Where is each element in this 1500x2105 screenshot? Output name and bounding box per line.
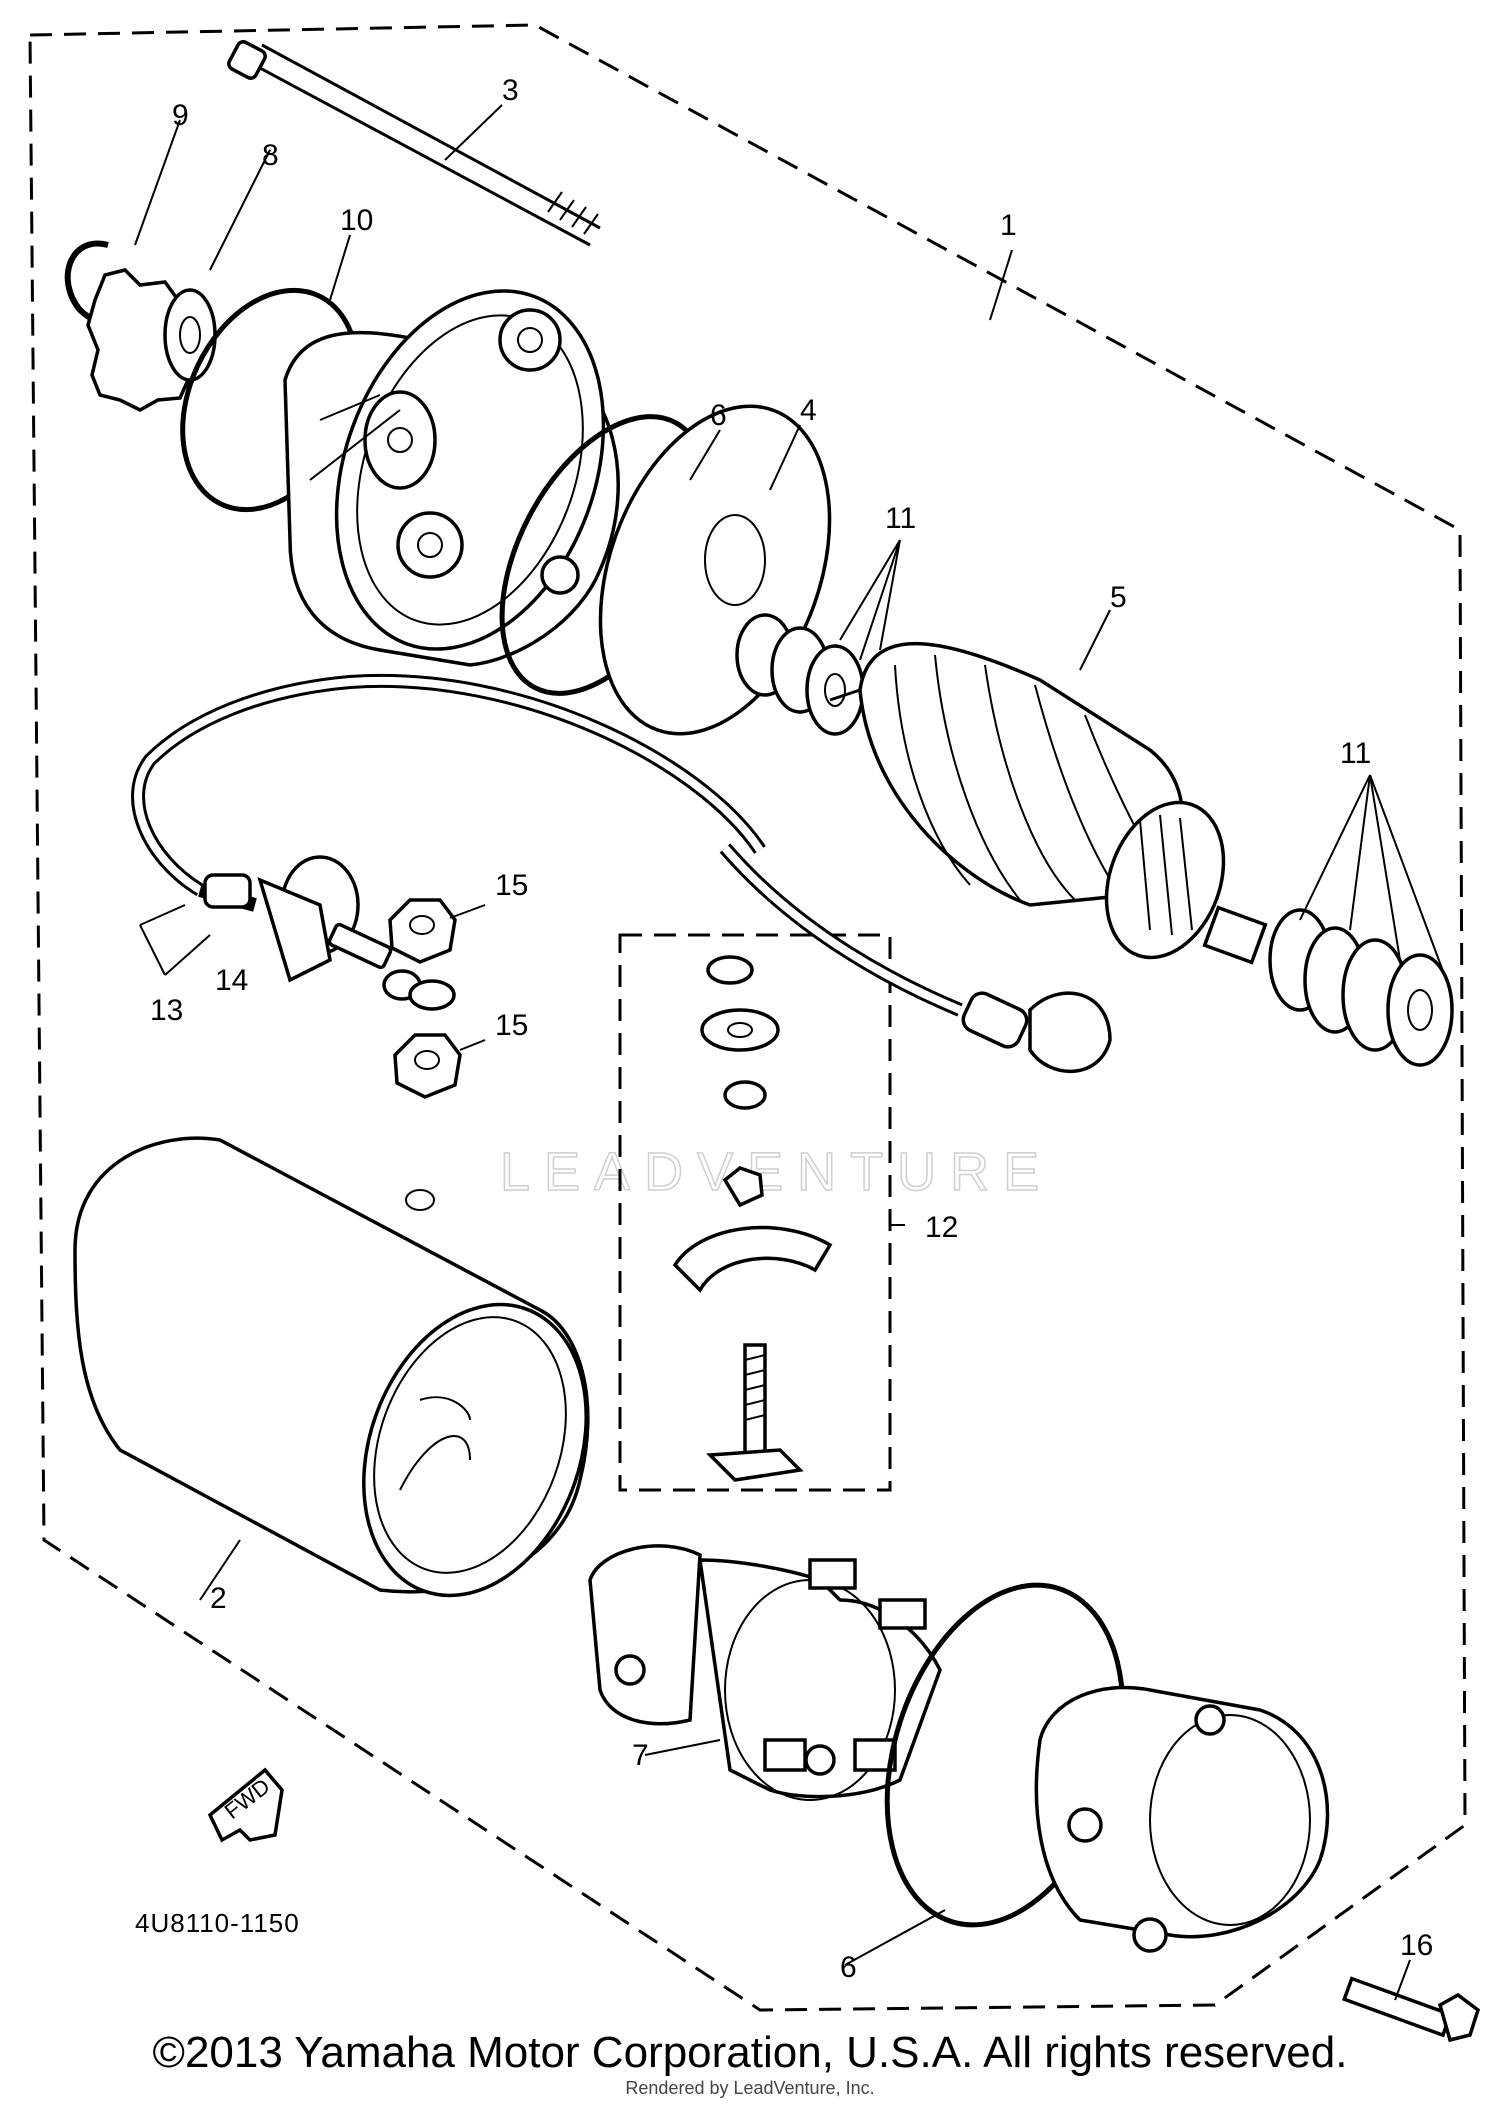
callout-12: 12 bbox=[925, 1211, 958, 1244]
mounting-bolt bbox=[1342, 1976, 1481, 2043]
washer-set-lower bbox=[1268, 908, 1454, 1067]
callout-10: 10 bbox=[340, 204, 373, 237]
terminal-lead-wire bbox=[131, 673, 1112, 1073]
front-cover-gear-housing bbox=[283, 289, 620, 667]
leader-lines bbox=[134, 104, 1451, 2001]
callout-11-upper: 11 bbox=[885, 502, 916, 535]
drawing-reference-code: 4U8110-1150 bbox=[135, 1908, 300, 1938]
callout-14: 14 bbox=[215, 964, 248, 997]
armature bbox=[829, 642, 1268, 965]
rendered-by-credit: Rendered by LeadVenture, Inc. bbox=[625, 2078, 875, 2098]
yoke-housing bbox=[73, 1136, 590, 1598]
callout-8: 8 bbox=[262, 139, 279, 172]
callout-1: 1 bbox=[1000, 209, 1017, 242]
nut-upper bbox=[388, 898, 457, 964]
kit-12-washers bbox=[700, 955, 780, 1208]
washer-set-upper bbox=[735, 613, 865, 736]
nut-lower bbox=[393, 1033, 462, 1099]
insulator-bushing bbox=[672, 1225, 833, 1293]
watermark-text: LEADVENTURE bbox=[500, 1142, 1053, 1202]
callout-4: 4 bbox=[800, 394, 817, 427]
callout-6-upper: 6 bbox=[710, 399, 727, 432]
rear-cover bbox=[1034, 1685, 1330, 1953]
callout-15-upper: 15 bbox=[495, 869, 528, 902]
callout-2: 2 bbox=[210, 1582, 227, 1615]
callout-5: 5 bbox=[1110, 581, 1127, 614]
terminal-bolt bbox=[706, 1343, 804, 1482]
callout-13: 13 bbox=[150, 994, 183, 1027]
copyright-notice: ©2013 Yamaha Motor Corporation, U.S.A. A… bbox=[152, 2028, 1348, 2077]
callout-16: 16 bbox=[1400, 1929, 1433, 1962]
thru-bolt bbox=[227, 40, 601, 247]
assembly-boundary bbox=[28, 23, 1467, 2012]
pinion-gear bbox=[86, 268, 217, 412]
callout-6-lower: 6 bbox=[840, 1951, 857, 1984]
callout-9: 9 bbox=[172, 99, 189, 132]
callout-labels: 1 2 3 4 5 6 6 7 8 9 10 11 11 12 13 14 15… bbox=[150, 74, 1433, 1984]
washer-15 bbox=[408, 979, 456, 1011]
fwd-arrow-icon: FWD bbox=[207, 1767, 284, 1843]
callout-3: 3 bbox=[502, 74, 519, 107]
callout-7: 7 bbox=[632, 1739, 649, 1772]
callout-11-lower: 11 bbox=[1340, 737, 1371, 770]
brush-holder-assembly bbox=[588, 1544, 942, 1801]
kit-12-boundary bbox=[618, 933, 892, 1492]
callout-15-lower: 15 bbox=[495, 1009, 528, 1042]
